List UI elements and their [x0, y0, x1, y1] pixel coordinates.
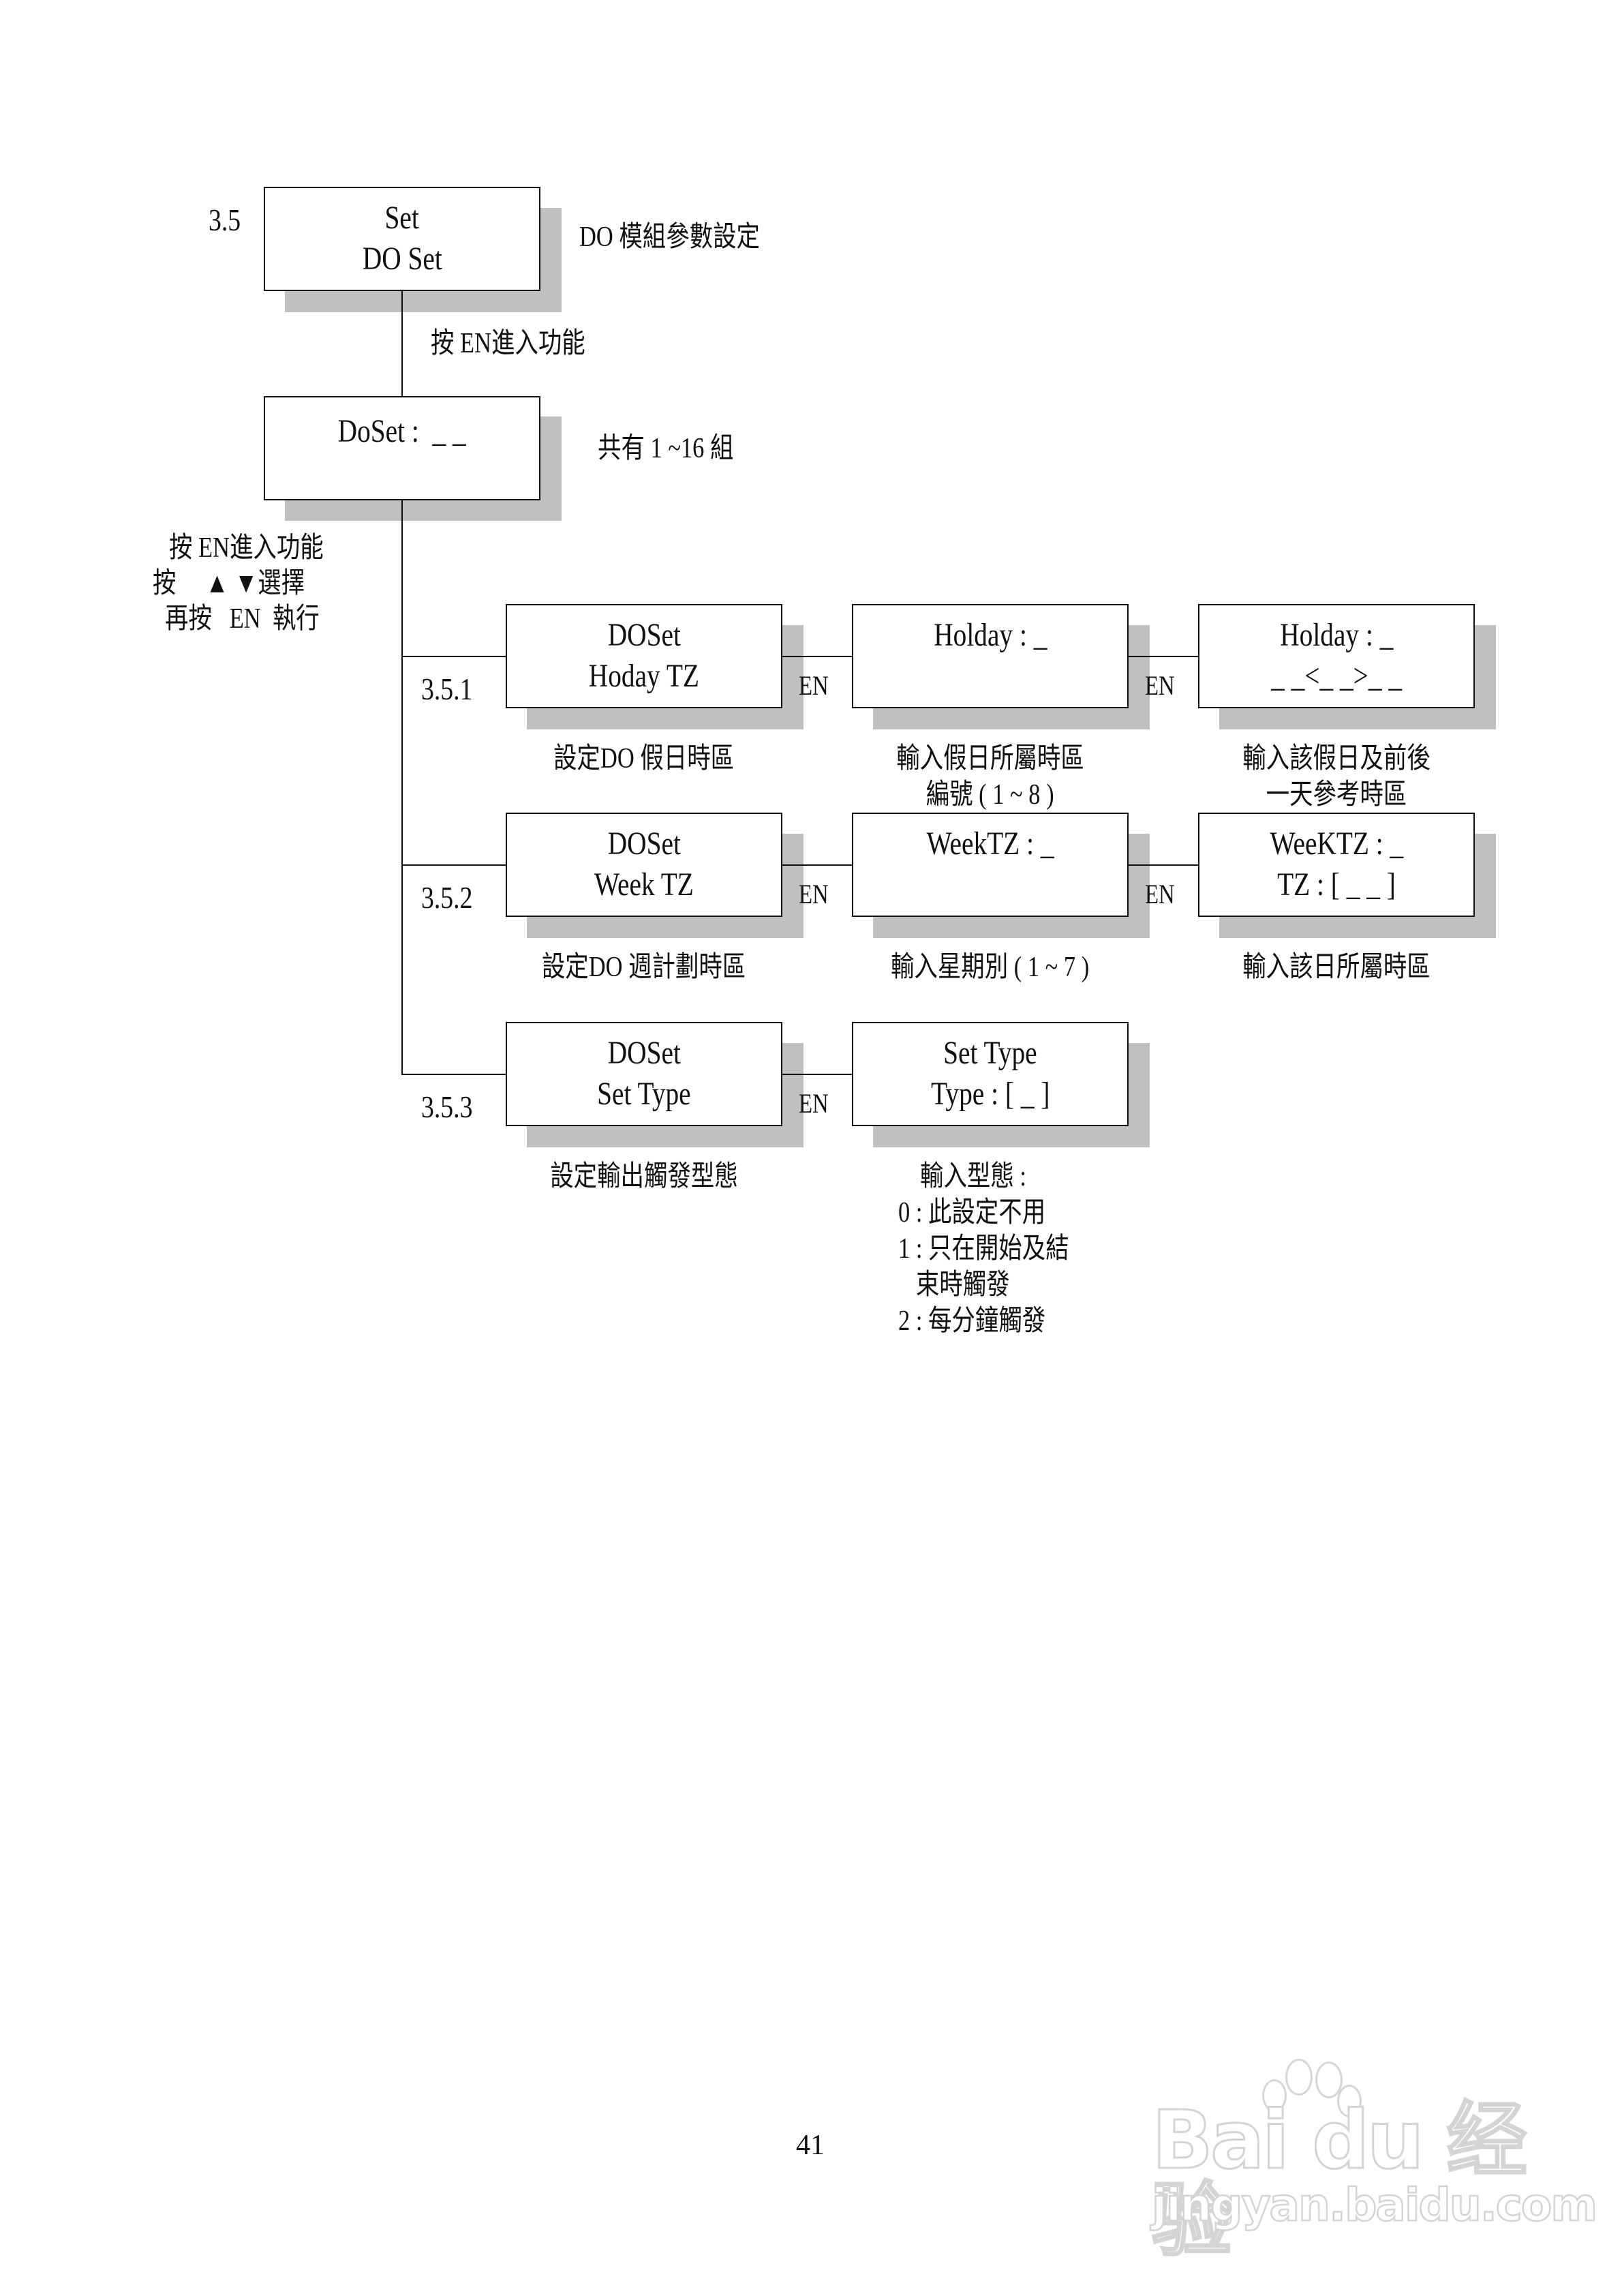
box-line-1: DOSet — [607, 617, 681, 653]
en-key-label: EN — [799, 670, 829, 701]
connector-line — [782, 656, 852, 657]
row-number: 3.5.2 — [421, 880, 473, 915]
en-key-label: EN — [799, 879, 829, 909]
box-line-1: DOSet — [607, 826, 681, 862]
box-line-2: Week TZ — [594, 866, 694, 903]
section-description: DO 模組參數設定 — [579, 222, 761, 253]
trunk-line — [401, 500, 403, 1074]
box-line-1: Holday : _ — [1279, 617, 1394, 653]
box-line-2: Type : [ _ ] — [930, 1076, 1050, 1112]
doset-box: DoSet : _ _ — [264, 396, 540, 500]
row-number: 3.5.1 — [421, 671, 473, 706]
instruction-enter: 按 EN進入功能 — [169, 532, 324, 564]
box-line-2 — [853, 657, 1127, 695]
box-line-1: DoSet : _ _ — [337, 413, 467, 449]
row-number: 3.5.3 — [421, 1089, 473, 1124]
menu-box-caption: 2 : 每分鐘觸發 — [898, 1305, 1046, 1337]
paw-icon — [1315, 2061, 1343, 2098]
section-box-set-do-set: Set DO Set — [264, 187, 540, 291]
menu-box-caption: 設定輸出觸發型態 — [550, 1161, 738, 1192]
menu-box-caption: 輸入該日所屬時區 — [1242, 952, 1430, 983]
box-line-1: Holday : _ — [933, 617, 1047, 653]
enter-hint: 按 EN進入功能 — [431, 328, 585, 359]
menu-box: Holday : _ _ _<_ _>_ _ — [1198, 604, 1475, 708]
menu-box-caption: 1 : 只在開始及結 — [898, 1233, 1069, 1265]
menu-box: Holday : _ — [852, 604, 1129, 708]
menu-box-caption: 設定DO 假日時區 — [553, 743, 735, 774]
menu-box-caption: 輸入假日所屬時區 — [896, 743, 1084, 774]
en-key-label: EN — [1145, 670, 1175, 701]
box-line-2: Hoday TZ — [588, 658, 700, 694]
box-line-1: WeeKTZ : _ — [1270, 826, 1403, 862]
en-key-label: EN — [1145, 879, 1175, 909]
page-number: 41 — [796, 2130, 825, 2161]
box-line-2: DO Set — [362, 241, 442, 277]
menu-box-caption: 一天參考時區 — [1266, 779, 1407, 811]
menu-box-caption: 0 : 此設定不用 — [898, 1197, 1046, 1228]
connector-line — [1129, 656, 1198, 657]
baidu-watermark: Bai du 经验 jingyan.baidu.com — [1151, 2052, 1598, 2262]
menu-box-caption: 輸入型態 : — [920, 1161, 1026, 1192]
en-key-label: EN — [799, 1088, 829, 1119]
connector-line — [401, 291, 403, 396]
menu-box-caption: 輸入該假日及前後 — [1242, 743, 1430, 774]
watermark-brand: Bai du 经验 — [1151, 2093, 1529, 2267]
menu-box: WeeKTZ : _ TZ : [ _ _ ] — [1198, 813, 1475, 917]
menu-box-caption: 輸入星期別 ( 1 ~ 7 ) — [891, 952, 1090, 983]
watermark-url: jingyan.baidu.com — [1151, 2179, 1599, 2231]
box-line-2 — [853, 866, 1127, 904]
menu-box-caption: 編號 ( 1 ~ 8 ) — [926, 779, 1054, 811]
box-line-1: Set — [384, 200, 420, 236]
box-line-1: DOSet — [607, 1035, 681, 1071]
box-line-2: TZ : [ _ _ ] — [1277, 866, 1396, 903]
paw-icon — [1285, 2059, 1313, 2096]
menu-box-caption: 設定DO 週計劃時區 — [542, 952, 746, 983]
paw-icon — [1337, 2085, 1362, 2117]
menu-box: WeekTZ : _ — [852, 813, 1129, 917]
branch-line — [401, 656, 506, 657]
branch-line — [401, 1074, 506, 1075]
box-line-1: WeekTZ : _ — [926, 826, 1054, 862]
paw-icon — [1262, 2079, 1287, 2112]
section-number: 3.5 — [209, 202, 241, 237]
instruction-execute: 再按 EN 執行 — [165, 603, 320, 635]
box-line-2: _ _<_ _>_ _ — [1270, 658, 1402, 694]
menu-box-caption: 束時觸發 — [898, 1269, 1010, 1301]
connector-line — [1129, 864, 1198, 866]
instruction-select: 按 ▲ ▼選擇 — [153, 568, 305, 599]
branch-line — [401, 864, 506, 866]
connector-line — [782, 1074, 852, 1075]
box-line-2: Set Type — [597, 1076, 691, 1112]
box-line-1: Set Type — [943, 1035, 1037, 1071]
doset-description: 共有 1 ~16 組 — [598, 433, 734, 464]
connector-line — [782, 864, 852, 866]
